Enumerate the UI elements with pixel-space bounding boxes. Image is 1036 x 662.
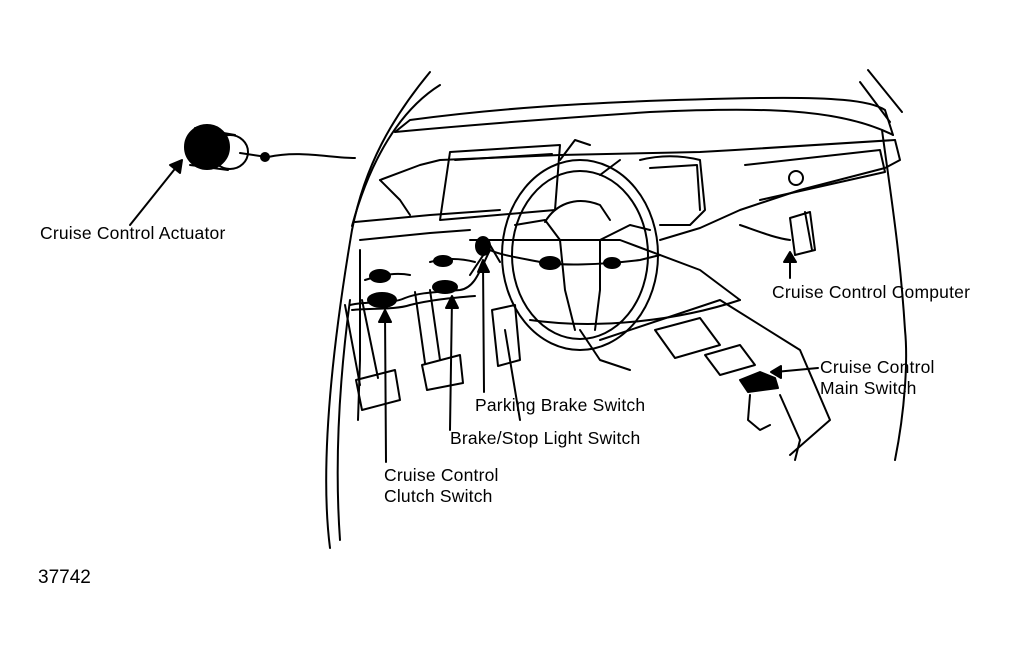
parking-brake-label: Parking Brake Switch bbox=[475, 395, 645, 416]
actuator-drawing bbox=[184, 124, 356, 171]
clutch-label-line1: Cruise Control bbox=[384, 465, 499, 485]
body-outline bbox=[325, 69, 908, 549]
pedals bbox=[344, 289, 521, 421]
wiring bbox=[349, 211, 816, 311]
actuator-label: Cruise Control Actuator bbox=[40, 223, 226, 244]
main-switch-label-line2: Main Switch bbox=[820, 378, 917, 398]
clutch-switch-label: Cruise Control Clutch Switch bbox=[384, 465, 499, 507]
parking-brake-label-text: Parking Brake Switch bbox=[475, 395, 646, 415]
brake-stop-label-text: Brake/Stop Light Switch bbox=[450, 428, 641, 448]
main-switch-label-line1: Cruise Control bbox=[820, 357, 935, 377]
brake-stop-label: Brake/Stop Light Switch bbox=[450, 428, 640, 449]
main-switch-label: Cruise Control Main Switch bbox=[820, 357, 935, 399]
actuator-label-text: Cruise Control Actuator bbox=[40, 223, 226, 243]
computer-label-text: Cruise Control Computer bbox=[772, 282, 971, 302]
figure-number: 37742 bbox=[38, 567, 91, 588]
computer-label: Cruise Control Computer bbox=[772, 282, 970, 303]
clutch-label-line2: Clutch Switch bbox=[384, 486, 493, 506]
dashboard bbox=[354, 96, 901, 461]
steering-wheel bbox=[501, 139, 659, 371]
leader-arrows bbox=[129, 159, 819, 463]
